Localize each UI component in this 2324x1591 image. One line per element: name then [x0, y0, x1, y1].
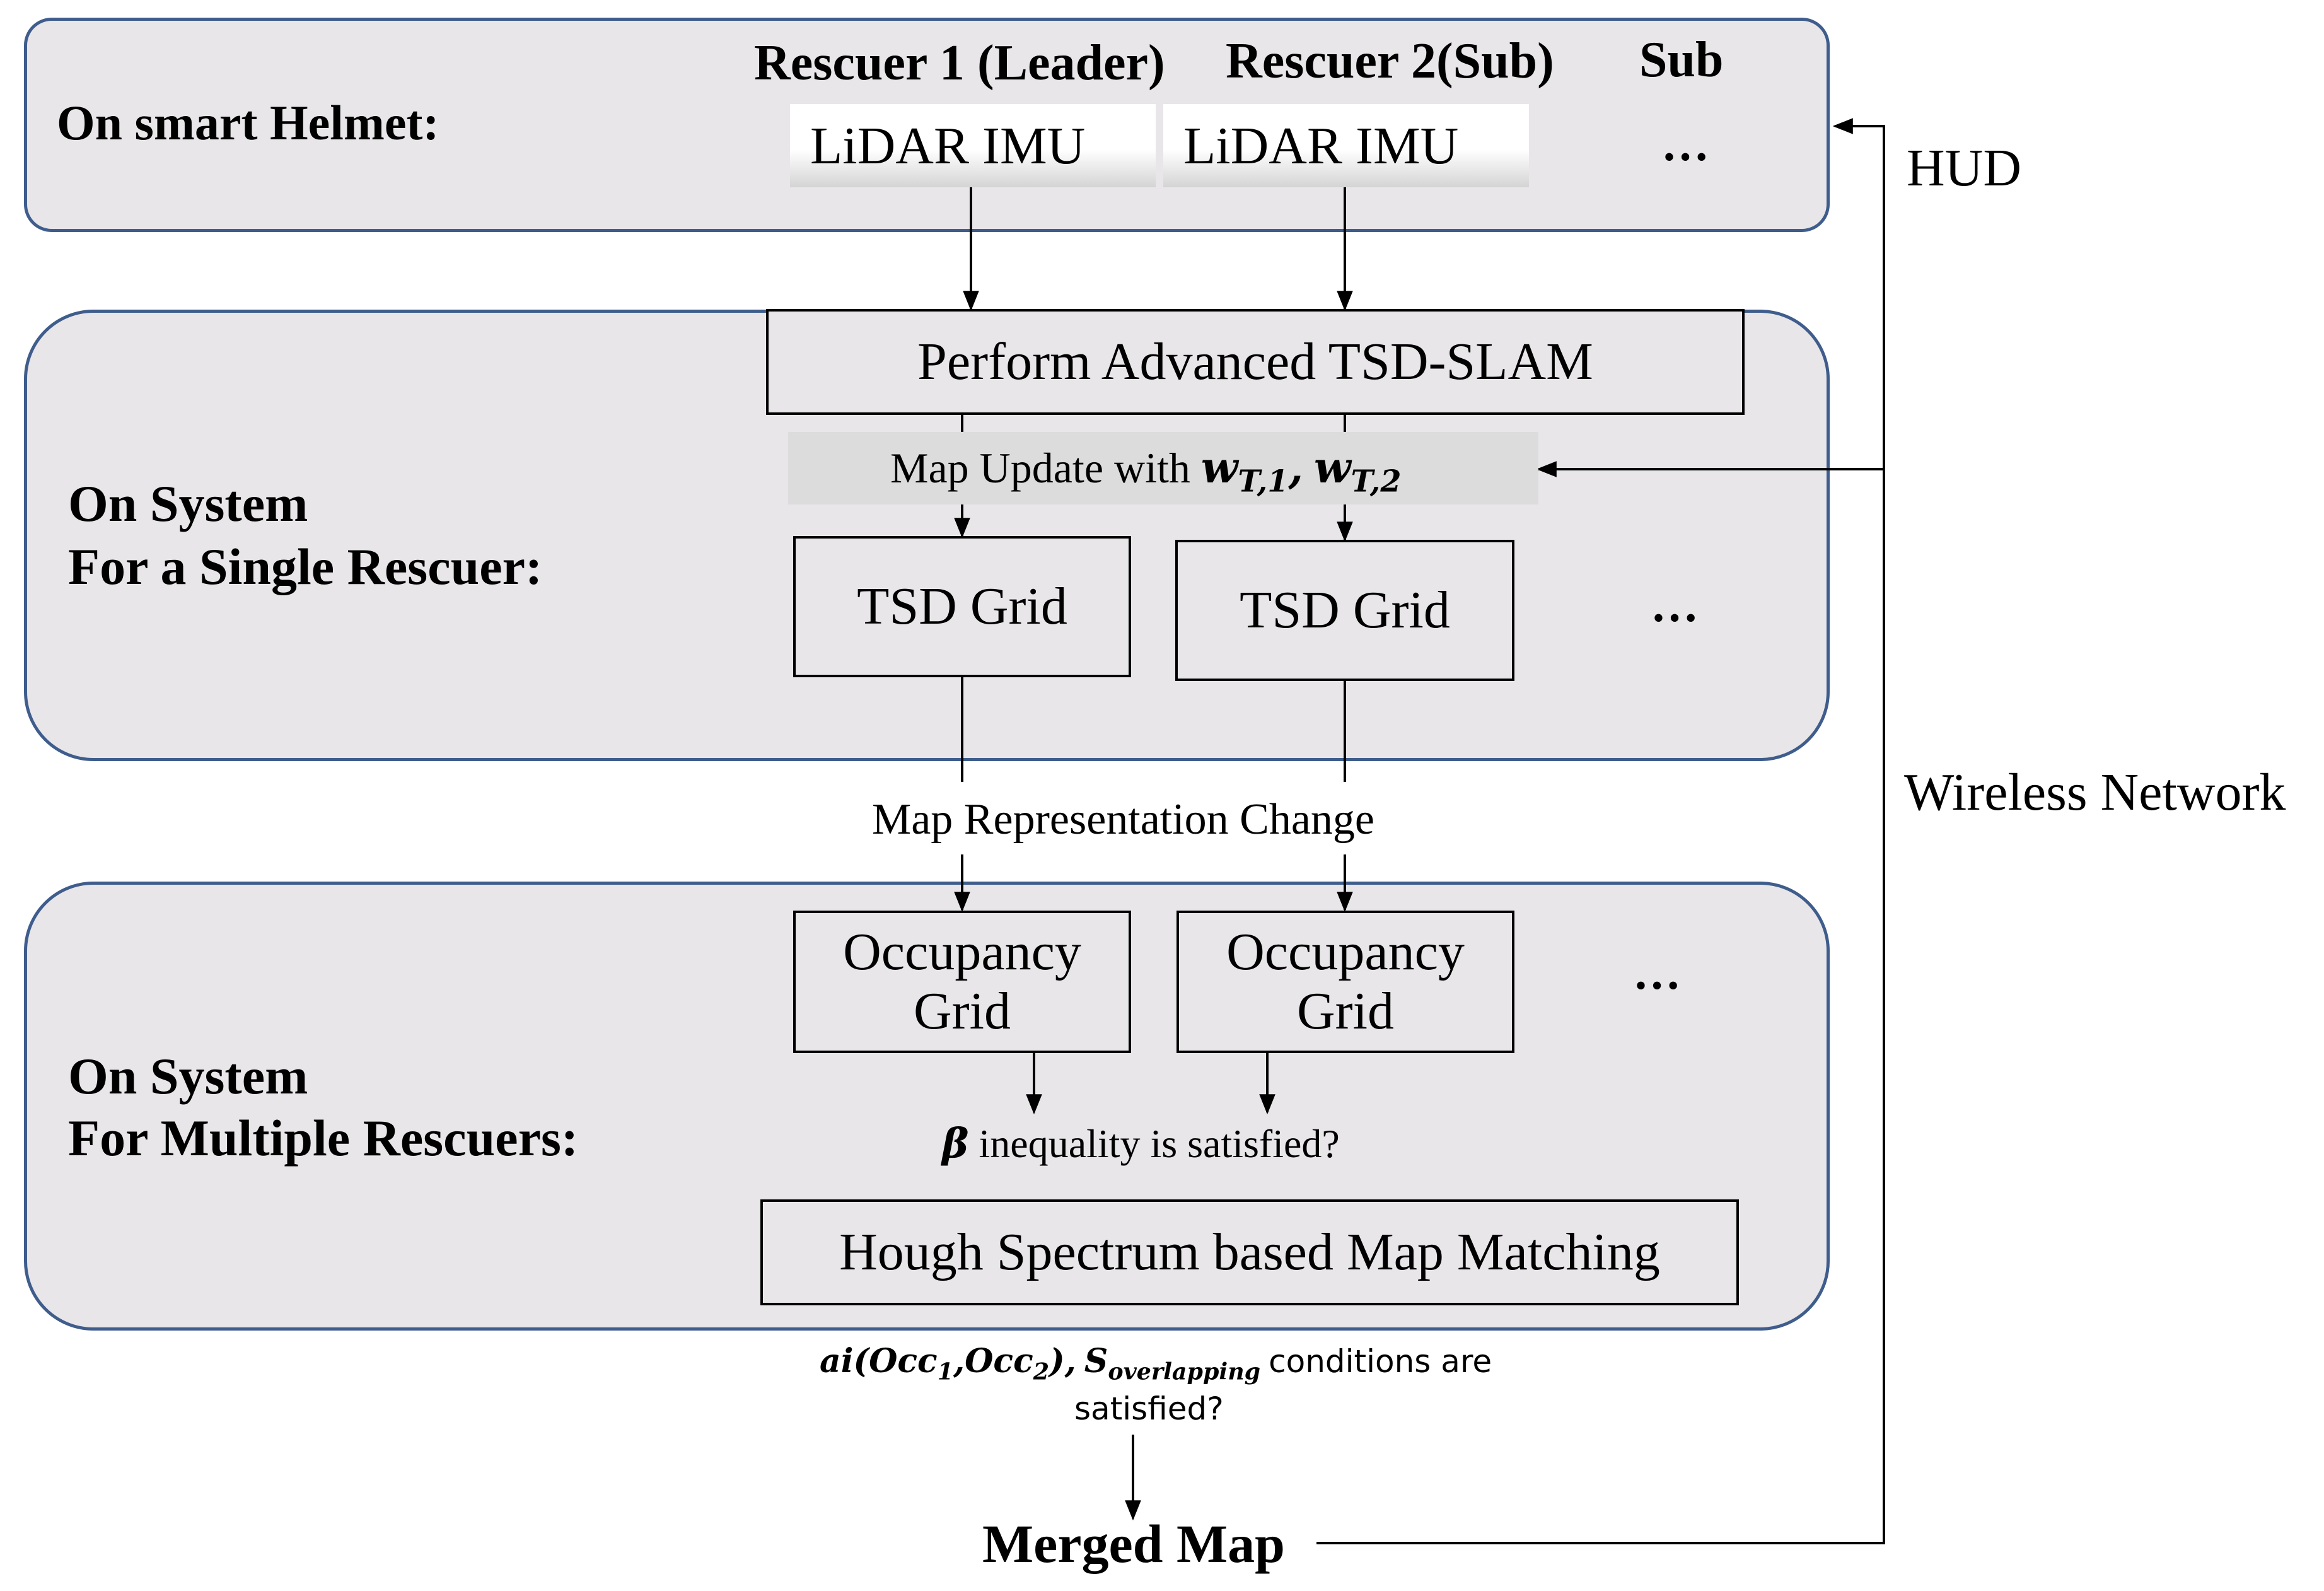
formula-s-overlapping: Soverlapping	[1084, 1342, 1261, 1385]
occupancy-grid-1-line2: Grid	[914, 982, 1011, 1040]
multiple-rescuers-label-line2: For Multiple Rescuers:	[68, 1109, 579, 1167]
beta-symbol: β	[942, 1120, 969, 1167]
weight-separator: ,	[1288, 443, 1304, 493]
conditions-text-line2: satisfied?	[1074, 1390, 1224, 1427]
occupancy-grid-rescuer1: Occupancy Grid	[793, 911, 1131, 1053]
rescuer3-title: Sub	[1639, 32, 1724, 88]
wireless-network-label: Wireless Network	[1904, 763, 2286, 822]
formula-ai: ai(	[820, 1342, 869, 1380]
rescuer1-title: Rescuer 1 (Leader)	[754, 35, 1165, 91]
tsd-grid-rescuer1: TSD Grid	[793, 536, 1131, 677]
formula-occ2: Occ2	[965, 1342, 1050, 1385]
rescuer2-title: Rescuer 2(Sub)	[1226, 33, 1554, 89]
occupancy-grid-2-line2: Grid	[1297, 982, 1394, 1040]
map-representation-change-label: Map Representation Change	[872, 795, 1375, 844]
sensor-block-rescuer2: LiDAR IMU	[1163, 104, 1529, 187]
weight-1: wT,1	[1200, 443, 1289, 499]
formula-comma: ,	[953, 1342, 965, 1380]
hud-label: HUD	[1907, 139, 2021, 197]
tsd-slam-box: Perform Advanced TSD-SLAM	[766, 309, 1745, 415]
wireless-feedback-line	[1316, 118, 1885, 1544]
map-update-prefix: Map Update with	[890, 444, 1190, 492]
multiple-rescuers-label-line1: On System	[68, 1047, 308, 1105]
beta-condition-label: β inequality is satisfied?	[942, 1120, 1340, 1167]
more-grids-ellipsis: …	[1651, 579, 1699, 632]
single-rescuer-label-line2: For a Single Rescuer:	[68, 538, 543, 595]
occupancy-grid-1-line1: Occupancy	[843, 922, 1081, 981]
map-update-label: Map Update with wT,1, wT,2	[890, 443, 1401, 499]
formula-occ1: Occ1	[869, 1342, 954, 1385]
single-rescuer-label-line1: On System	[68, 475, 308, 532]
merge-conditions-formula: ai(Occ1,Occ2), Soverlapping conditions a…	[820, 1342, 1492, 1385]
more-occupancy-ellipsis: …	[1633, 947, 1681, 999]
occupancy-grid-2-line1: Occupancy	[1226, 922, 1465, 981]
formula-close: ),	[1049, 1342, 1076, 1380]
beta-text: inequality is satisfied?	[979, 1121, 1340, 1166]
occupancy-grid-rescuer2: Occupancy Grid	[1177, 911, 1514, 1053]
weight-2: wT,2	[1314, 443, 1402, 499]
conditions-text-line1: conditions are	[1269, 1343, 1492, 1380]
tsd-grid-rescuer2: TSD Grid	[1175, 540, 1514, 681]
sensor-block-rescuer1: LiDAR IMU	[790, 104, 1156, 187]
helmet-label: On smart Helmet:	[57, 95, 439, 150]
hough-map-matching-box: Hough Spectrum based Map Matching	[760, 1199, 1739, 1305]
more-rescuers-ellipsis: …	[1661, 118, 1709, 171]
map-update-band	[788, 432, 1538, 504]
merged-map-label: Merged Map	[982, 1513, 1286, 1574]
